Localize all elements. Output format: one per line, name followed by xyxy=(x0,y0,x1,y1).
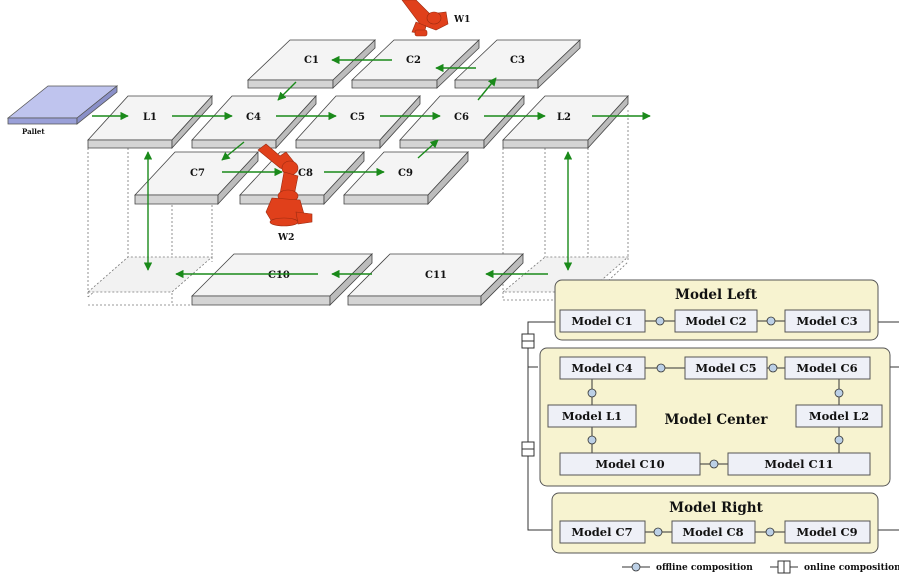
pallet-label: Pallet xyxy=(22,127,45,136)
model-l2-label: Model L2 xyxy=(809,409,869,423)
flow-arrows xyxy=(92,55,651,279)
conveyor-c11-label: C11 xyxy=(425,270,447,281)
model-c9-box: Model C9 xyxy=(784,520,871,544)
frame-lines xyxy=(87,110,629,306)
model-c3-box: Model C3 xyxy=(784,309,871,333)
conveyor-c6: C6 xyxy=(399,94,525,150)
conveyor-c11: C11 xyxy=(347,253,524,306)
model-l1-label: Model L1 xyxy=(562,409,622,423)
model-c10-label: Model C10 xyxy=(595,457,664,471)
conveyor-c5-label: C5 xyxy=(350,112,365,123)
conveyor-c7: C7 xyxy=(134,150,259,206)
conveyor-c7-label: C7 xyxy=(190,168,205,179)
model-c11-box: Model C11 xyxy=(727,452,871,476)
robot-w1: W1 xyxy=(401,0,470,37)
legend: offline composition online composition xyxy=(622,560,899,574)
model-c2-label: Model C2 xyxy=(685,314,746,328)
conveyor-c10: C10 xyxy=(191,253,373,306)
lift-base-left xyxy=(86,256,214,293)
legend-offline: offline composition xyxy=(622,562,753,573)
model-center-title: Model Center xyxy=(665,412,769,428)
model-c8-label: Model C8 xyxy=(682,525,743,539)
model-c2-box: Model C2 xyxy=(674,309,758,333)
arrow-c1-c4 xyxy=(277,81,297,101)
conveyor-c8-label: C8 xyxy=(298,168,313,179)
conveyor-c2-label: C2 xyxy=(406,55,421,66)
conveyor-c4: C4 xyxy=(191,94,317,150)
model-c10-box: Model C10 xyxy=(559,452,701,476)
conveyor-c9: C9 xyxy=(343,150,469,206)
offline-connector xyxy=(587,435,597,445)
model-l2-box: Model L2 xyxy=(795,404,883,428)
model-c1-label: Model C1 xyxy=(571,314,632,328)
model-left-title: Model Left xyxy=(675,287,758,303)
online-connector-2 xyxy=(521,441,535,457)
model-c7-label: Model C7 xyxy=(571,525,632,539)
conveyor-c1: C1 xyxy=(247,39,376,89)
conveyor-c2: C2 xyxy=(351,39,480,89)
conveyor-c3-label: C3 xyxy=(510,55,525,66)
conveyor-c1-label: C1 xyxy=(304,55,319,66)
robot-w2: W2 xyxy=(257,143,313,243)
model-c4-box: Model C4 xyxy=(559,356,646,380)
lift-l2-label: L2 xyxy=(557,112,571,123)
model-right-panel: Model Right Model C7 Model C8 Model C9 xyxy=(551,492,879,554)
model-c11-label: Model C11 xyxy=(764,457,833,471)
offline-connector xyxy=(653,527,663,537)
offline-connector xyxy=(656,363,666,373)
conveyor-c10-label: C10 xyxy=(268,270,290,281)
model-c3-label: Model C3 xyxy=(796,314,857,328)
legend-online: online composition xyxy=(770,560,899,574)
model-composition: Model Left Model C1 Model C2 Model C3 Mo… xyxy=(521,279,899,574)
online-connector-1 xyxy=(521,333,535,349)
arrow-c9-c6 xyxy=(417,139,439,159)
model-center-panel: Model Center Model C4 xyxy=(539,347,891,487)
arrow-c4-c7 xyxy=(221,141,245,161)
offline-connector xyxy=(834,435,844,445)
model-c1-box: Model C1 xyxy=(559,309,646,333)
robot-w1-label: W1 xyxy=(453,15,470,25)
model-c7-box: Model C7 xyxy=(559,520,646,544)
legend-online-label: online composition xyxy=(804,563,899,573)
pallet: Pallet xyxy=(6,85,119,136)
model-c6-box: Model C6 xyxy=(784,356,871,380)
offline-connector xyxy=(766,316,776,326)
model-c6-label: Model C6 xyxy=(796,361,857,375)
model-c8-box: Model C8 xyxy=(671,520,756,544)
arrow-c6-c3 xyxy=(477,77,497,101)
model-l1-box: Model L1 xyxy=(547,404,637,428)
conveyor-c6-label: C6 xyxy=(454,112,469,123)
offline-connector xyxy=(587,388,597,398)
model-left-panel: Model Left Model C1 Model C2 Model C3 xyxy=(554,279,879,341)
offline-connector xyxy=(765,527,775,537)
conveyor-c5: C5 xyxy=(295,94,421,150)
offline-connector xyxy=(768,363,778,373)
lift-l1-label: L1 xyxy=(143,112,157,123)
lift-l2: L2 xyxy=(502,94,629,150)
model-c5-box: Model C5 xyxy=(684,356,768,380)
conveyor-c3: C3 xyxy=(454,39,581,89)
model-right-title: Model Right xyxy=(669,500,763,516)
lift-l1: L1 xyxy=(87,94,213,150)
conveyor-c4-label: C4 xyxy=(246,112,261,123)
conveyor-c9-label: C9 xyxy=(398,168,413,179)
offline-connector xyxy=(655,316,665,326)
model-c9-label: Model C9 xyxy=(796,525,857,539)
robot-w2-label: W2 xyxy=(277,233,294,243)
legend-offline-label: offline composition xyxy=(656,563,753,573)
offline-connector xyxy=(709,459,719,469)
offline-composition-icon xyxy=(631,562,641,572)
model-c4-label: Model C4 xyxy=(571,361,632,375)
offline-connector xyxy=(834,388,844,398)
factory-3d-view: Pallet C1 C2 C3 L1 xyxy=(6,0,651,306)
model-c5-label: Model C5 xyxy=(695,361,756,375)
